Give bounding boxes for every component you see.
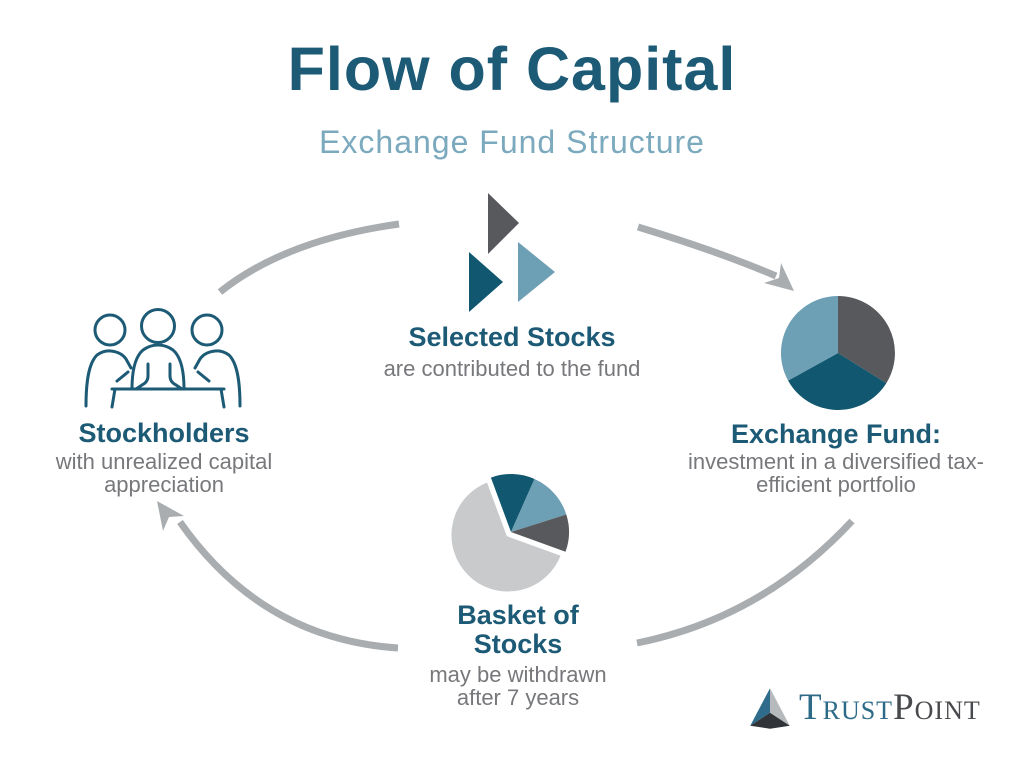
basket-description-line2: after 7 years <box>456 685 580 710</box>
three-arrows-right-icon <box>469 193 555 312</box>
person-hand-right <box>196 370 211 383</box>
selected-stocks-description: are contributed to the fund <box>383 356 641 381</box>
person-head-right <box>190 313 224 347</box>
person-body-right <box>193 349 242 408</box>
arrow-selected-stocks-to-exchange-fund <box>636 223 778 280</box>
basket-slice-dark-teal <box>490 474 535 532</box>
pie-slice-dark-gray <box>838 296 895 384</box>
trustpoint-pyramid-icon <box>750 687 790 729</box>
wordmark-trust: Trust <box>799 687 894 728</box>
arrow-exchange-fund-to-basket <box>636 518 855 647</box>
stockholders-label: Stockholders <box>78 418 250 448</box>
arrow-triangle-blue <box>518 242 555 302</box>
pyramid-left-facet <box>750 687 770 726</box>
table-leg-left <box>110 387 117 409</box>
stockholders-description-line1: with unrealized capital <box>55 449 273 474</box>
page-subtitle: Exchange Fund Structure <box>319 124 705 160</box>
arrow-basket-to-stockholders <box>177 519 399 652</box>
basket-label-line1: Basket of <box>457 600 579 630</box>
person-body-center <box>130 343 186 391</box>
person-body-left <box>84 349 133 408</box>
trustpoint-logo: TrustPoint <box>748 684 981 732</box>
arrow-stockholders-to-selected-stocks <box>217 220 400 295</box>
selected-stocks-label: Selected Stocks <box>408 322 616 352</box>
person-arm-center-right <box>168 362 184 391</box>
page-title: Flow of Capital <box>287 35 737 103</box>
pie-chart-three-slices-icon <box>780 296 895 410</box>
arrow-triangle-gray <box>488 193 519 254</box>
table-leg-right <box>219 387 226 409</box>
basket-description-line1: may be withdrawn <box>429 662 607 687</box>
person-head-center <box>140 308 176 344</box>
person-arm-center-left <box>134 362 150 391</box>
pie-slice-steel-blue <box>780 296 838 381</box>
people-outline-group <box>84 308 242 409</box>
basket-slice-light-gray-exploded <box>448 479 564 595</box>
exchange-fund-description-line1: investment in a diversified tax- <box>688 449 984 474</box>
arrow-triangle-teal <box>469 252 503 312</box>
exchange-fund-description-line2: efficient portfolio <box>756 472 916 497</box>
wordmark-point: Point <box>893 687 981 728</box>
arrowhead-into-exchange-fund-icon <box>764 263 794 291</box>
exchange-fund-label: Exchange Fund: <box>730 419 941 449</box>
person-head-left <box>93 313 127 347</box>
trustpoint-wordmark: TrustPoint <box>799 684 981 732</box>
arrowhead-into-stockholders-icon <box>157 501 184 531</box>
pie-slice-dark-teal <box>788 353 887 410</box>
basket-label-line2: Stocks <box>473 629 563 659</box>
basket-slice-dark-gray <box>511 514 569 552</box>
pyramid-right-facet <box>770 687 790 726</box>
person-hand-left <box>115 370 130 383</box>
stockholders-description-line2: appreciation <box>104 472 224 497</box>
three-people-at-table-icon <box>84 308 242 409</box>
basket-slice-steel-blue <box>511 479 567 532</box>
pie-chart-exploded-slice-icon <box>448 474 569 595</box>
pyramid-bottom-facet <box>750 712 790 729</box>
